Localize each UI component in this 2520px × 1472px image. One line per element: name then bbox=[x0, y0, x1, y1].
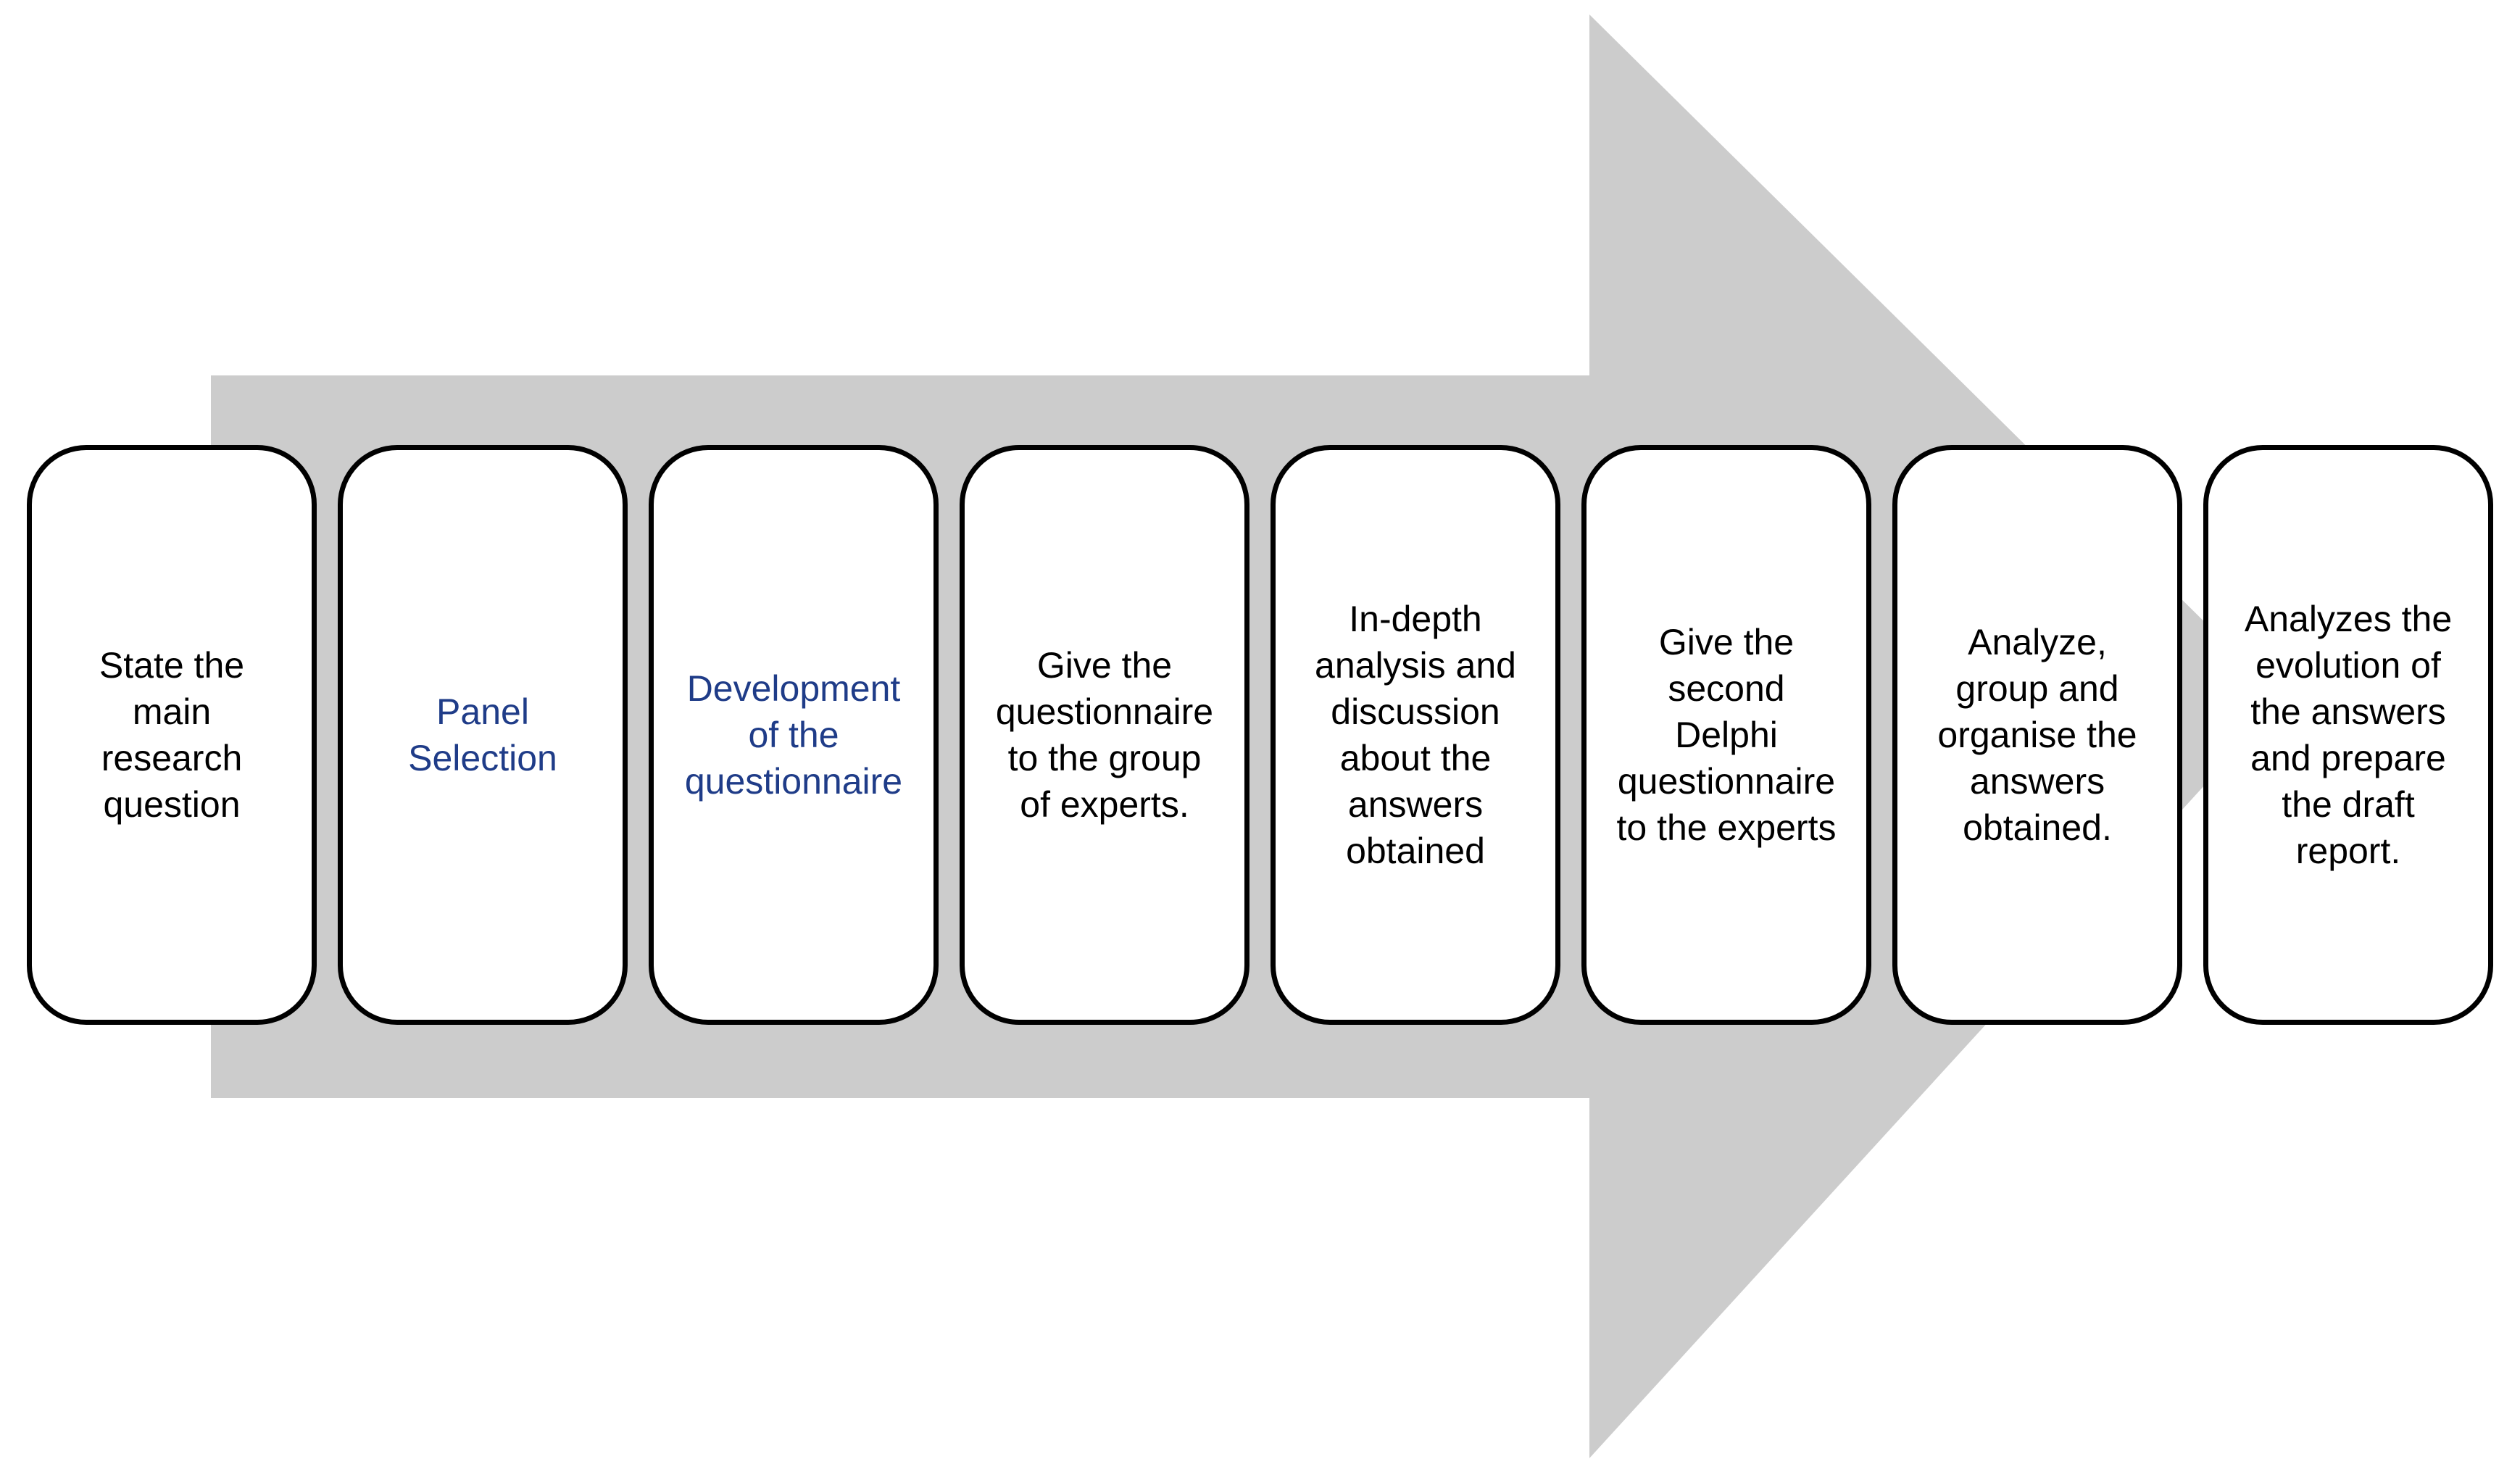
step-box-8: Analyzes the evolution of the answers an… bbox=[2203, 445, 2493, 1025]
step-5-line: answers bbox=[1347, 784, 1484, 825]
step-5-line: about the bbox=[1339, 738, 1492, 778]
step-box-5: In-depth analysis and discussion about t… bbox=[1271, 445, 1560, 1025]
step-7-line: obtained. bbox=[1963, 807, 2112, 848]
step-6-line: Delphi bbox=[1675, 715, 1778, 755]
step-label-3: Development of the questionnaire bbox=[654, 665, 933, 804]
step-7-line: answers bbox=[1969, 761, 2105, 802]
step-1-line: research bbox=[101, 738, 243, 778]
step-4-line: of experts. bbox=[1020, 784, 1189, 825]
step-7-line: Analyze, bbox=[1968, 622, 2107, 662]
step-6-line: to the experts bbox=[1616, 807, 1837, 848]
step-label-5: In-depth analysis and discussion about t… bbox=[1276, 596, 1555, 874]
step-1-line: State the bbox=[99, 645, 245, 686]
step-8-line: the draft bbox=[2282, 784, 2415, 825]
step-8-line: evolution of bbox=[2255, 645, 2441, 686]
step-1-line: question bbox=[103, 784, 241, 825]
step-8-line: report. bbox=[2295, 831, 2401, 871]
step-label-1: State the main research question bbox=[32, 642, 312, 828]
step-2-line: Selection bbox=[408, 738, 557, 778]
step-label-6: Give the second Delphi questionnaire to … bbox=[1587, 619, 1866, 851]
step-label-2: Panel Selection bbox=[343, 689, 623, 781]
step-6-line: questionnaire bbox=[1617, 761, 1836, 802]
step-5-line: In-depth bbox=[1349, 599, 1482, 639]
step-4-line: Give the bbox=[1036, 645, 1173, 686]
step-box-4: Give the questionnaire to the group of e… bbox=[960, 445, 1249, 1025]
step-6-line: Give the bbox=[1658, 622, 1795, 662]
step-6-line: second bbox=[1668, 668, 1785, 709]
step-3-line: of the bbox=[748, 715, 839, 755]
step-7-line: group and bbox=[1955, 668, 2119, 709]
step-4-line: questionnaire bbox=[995, 691, 1214, 732]
step-8-line: the answers bbox=[2250, 691, 2446, 732]
step-box-6: Give the second Delphi questionnaire to … bbox=[1581, 445, 1871, 1025]
step-8-line: Analyzes the bbox=[2244, 599, 2453, 639]
step-5-line: discussion bbox=[1331, 691, 1500, 732]
step-box-3: Development of the questionnaire bbox=[649, 445, 939, 1025]
step-box-1: State the main research question bbox=[27, 445, 317, 1025]
step-3-line: questionnaire bbox=[684, 761, 903, 802]
step-4-line: to the group bbox=[1007, 738, 1202, 778]
step-7-line: organise the bbox=[1937, 715, 2137, 755]
step-label-8: Analyzes the evolution of the answers an… bbox=[2208, 596, 2488, 874]
step-box-2: Panel Selection bbox=[338, 445, 628, 1025]
step-box-7: Analyze, group and organise the answers … bbox=[1892, 445, 2182, 1025]
step-8-line: and prepare bbox=[2250, 738, 2446, 778]
step-5-line: analysis and bbox=[1315, 645, 1516, 686]
step-label-7: Analyze, group and organise the answers … bbox=[1897, 619, 2177, 851]
step-label-4: Give the questionnaire to the group of e… bbox=[965, 642, 1244, 828]
step-5-line: obtained bbox=[1346, 831, 1485, 871]
step-1-line: main bbox=[132, 691, 212, 732]
step-3-line: Development bbox=[686, 668, 901, 709]
step-2-line: Panel bbox=[436, 691, 529, 732]
